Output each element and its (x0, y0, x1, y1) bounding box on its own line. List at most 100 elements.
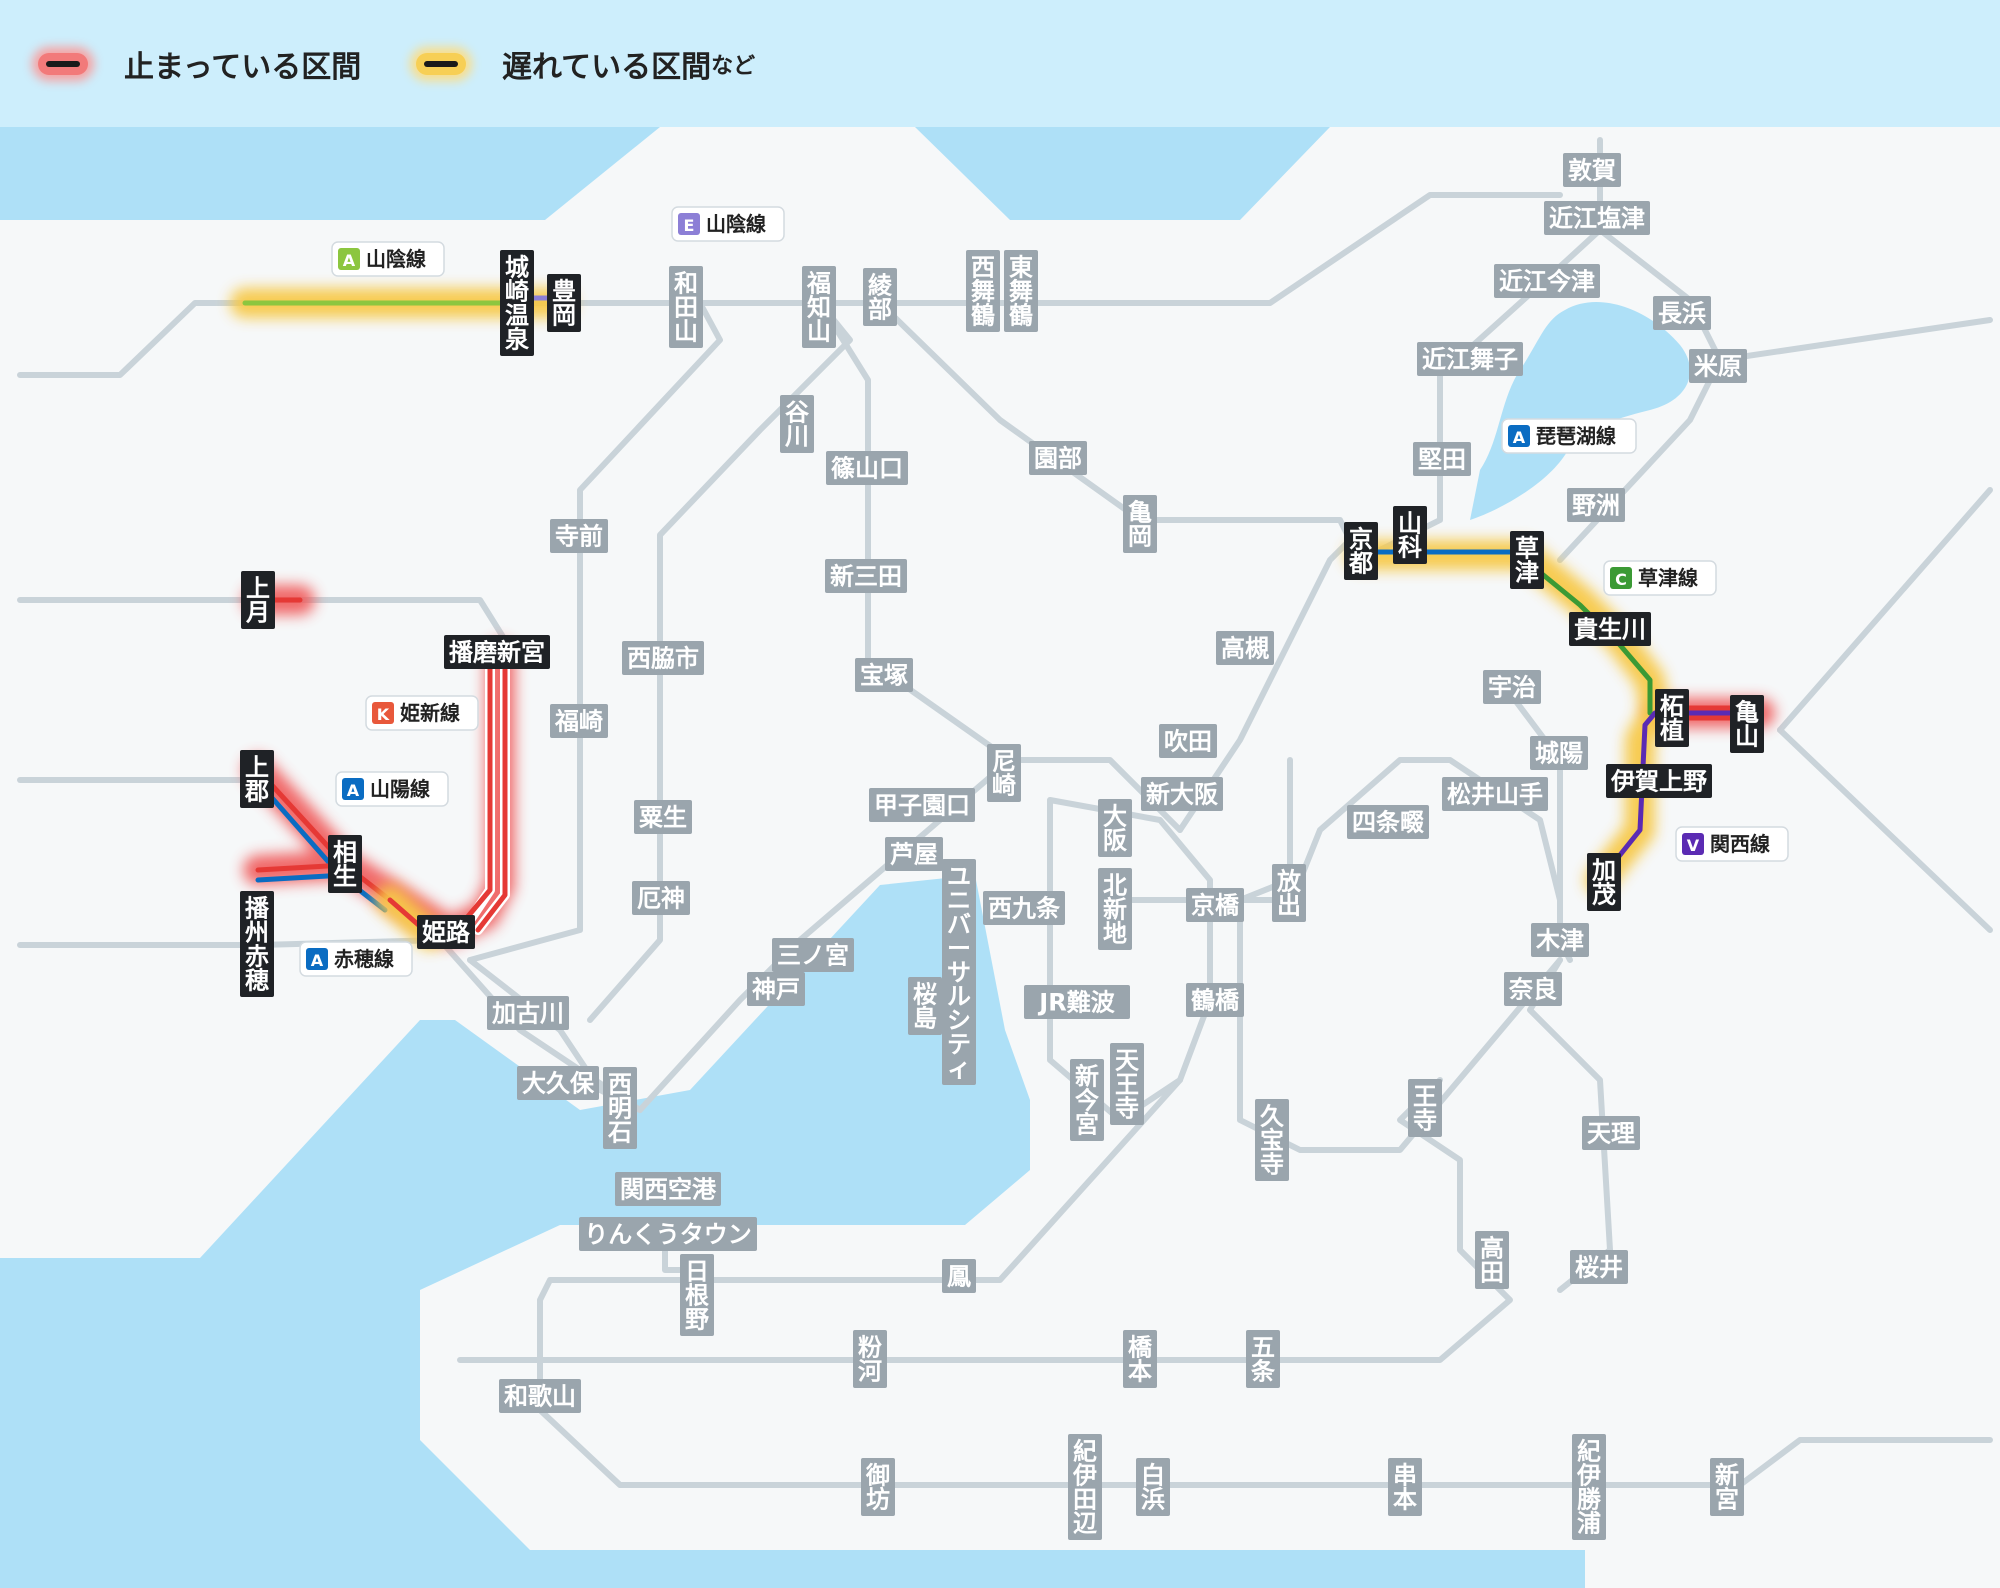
station-34[interactable]: 紀伊勝浦 (1572, 1434, 1606, 1540)
station-6[interactable]: 米原 (1689, 349, 1747, 383)
station-26[interactable]: 五条 (1246, 1330, 1280, 1388)
station-69[interactable]: 園部 (1029, 441, 1087, 475)
station-66[interactable]: 綾部 (863, 268, 897, 326)
station-name: 桜島 (913, 980, 937, 1032)
station-59[interactable]: 三ノ宮 (772, 938, 854, 972)
station-53[interactable]: 西九条 (983, 891, 1065, 925)
station-60[interactable]: 神戸 (747, 972, 805, 1006)
station-42[interactable]: JR難波 (1024, 985, 1130, 1019)
station-39[interactable]: 鳳 (942, 1259, 976, 1293)
station-3[interactable]: 近江今津 (1494, 264, 1600, 298)
station-28[interactable]: 粉河 (853, 1330, 887, 1388)
station-77[interactable]: 加古川 (487, 996, 569, 1030)
station-76[interactable]: 厄神 (632, 881, 690, 915)
station-62[interactable]: 新三田 (825, 559, 907, 593)
station-49[interactable]: 大阪 (1098, 799, 1132, 857)
station-63[interactable]: 篠山口 (826, 451, 908, 485)
station-79[interactable]: 西明石 (603, 1067, 637, 1149)
station-67[interactable]: 西舞鶴 (966, 250, 1000, 332)
station-16[interactable]: 加茂 (1587, 853, 1621, 911)
legend-delayed-suffix: など (711, 54, 756, 79)
station-22[interactable]: 天理 (1582, 1116, 1640, 1150)
station-73[interactable]: 福崎 (550, 704, 608, 738)
line-badge-letter: K (377, 705, 390, 724)
station-10[interactable]: 山科 (1393, 506, 1427, 564)
station-68[interactable]: 東舞鶴 (1004, 250, 1038, 332)
station-19[interactable]: 松井山手 (1442, 777, 1548, 811)
station-80[interactable]: 姫路 (417, 915, 475, 949)
station-12[interactable]: 貴生川 (1569, 612, 1651, 646)
station-4[interactable]: 長浜 (1653, 296, 1711, 330)
station-83[interactable]: 播州赤穂 (240, 891, 274, 997)
station-13[interactable]: 柘植 (1655, 689, 1689, 747)
station-24[interactable]: 高田 (1475, 1231, 1509, 1289)
station-8[interactable]: 野洲 (1567, 488, 1625, 522)
station-46[interactable]: 放出 (1272, 864, 1306, 922)
station-29[interactable]: 和歌山 (499, 1379, 581, 1413)
station-32[interactable]: 白浜 (1136, 1458, 1170, 1516)
station-61[interactable]: 宝塚 (855, 658, 913, 692)
station-57[interactable]: 甲子園口 (869, 788, 975, 822)
station-55[interactable]: 桜島 (908, 977, 942, 1035)
station-84[interactable]: 播磨新宮 (444, 635, 550, 669)
station-2[interactable]: 近江塩津 (1544, 201, 1650, 235)
station-31[interactable]: 紀伊田辺 (1068, 1434, 1102, 1540)
station-41[interactable]: 新今宮 (1070, 1059, 1104, 1141)
track-osaka-loop (1047, 797, 1213, 1123)
station-21[interactable]: 奈良 (1504, 972, 1562, 1006)
station-11[interactable]: 草津 (1510, 531, 1544, 589)
station-7[interactable]: 堅田 (1413, 442, 1471, 476)
station-1[interactable]: 敦賀 (1563, 153, 1621, 187)
station-14[interactable]: 亀山 (1730, 695, 1764, 753)
station-37[interactable]: りんくうタウン (579, 1217, 757, 1251)
station-82[interactable]: 上郡 (240, 750, 274, 808)
station-86[interactable]: 城崎温泉 (500, 250, 534, 356)
station-5[interactable]: 近江舞子 (1417, 342, 1523, 376)
station-65[interactable]: 福知山 (802, 266, 836, 348)
station-71[interactable]: 和田山 (669, 266, 703, 348)
station-9[interactable]: 京都 (1344, 522, 1378, 580)
station-label-bg (550, 704, 608, 738)
station-23[interactable]: 桜井 (1570, 1250, 1628, 1284)
station-47[interactable]: 四条畷 (1347, 805, 1429, 839)
station-81[interactable]: 相生 (328, 835, 362, 893)
station-70[interactable]: 亀岡 (1123, 495, 1157, 553)
station-75[interactable]: 粟生 (634, 800, 692, 834)
station-72[interactable]: 寺前 (550, 519, 608, 553)
station-56[interactable]: 尼崎 (987, 744, 1021, 802)
station-18[interactable]: 城陽 (1530, 736, 1588, 770)
station-17[interactable]: 宇治 (1483, 670, 1541, 704)
station-27[interactable]: 橋本 (1123, 1330, 1157, 1388)
station-54[interactable]: ユニバーサルシティ (942, 859, 976, 1085)
station-40[interactable]: 天王寺 (1110, 1043, 1144, 1125)
station-25[interactable]: 王寺 (1408, 1079, 1442, 1137)
station-20[interactable]: 木津 (1531, 923, 1589, 957)
station-52[interactable]: 高槻 (1216, 631, 1274, 665)
station-45[interactable]: 京橋 (1186, 888, 1244, 922)
station-36[interactable]: 日根野 (680, 1254, 714, 1336)
station-30[interactable]: 御坊 (861, 1458, 895, 1516)
station-38[interactable]: 関西空港 (615, 1172, 721, 1206)
station-64[interactable]: 谷川 (780, 395, 814, 453)
station-44[interactable]: 鶴橋 (1186, 983, 1244, 1017)
station-15[interactable]: 伊賀上野 (1606, 764, 1712, 798)
station-85[interactable]: 上月 (241, 571, 275, 629)
station-58[interactable]: 芦屋 (885, 837, 943, 871)
station-78[interactable]: 大久保 (517, 1066, 599, 1100)
station-87[interactable]: 豊岡 (547, 274, 581, 332)
station-51[interactable]: 吹田 (1159, 724, 1217, 758)
station-48[interactable]: 北新地 (1098, 868, 1132, 950)
station-33[interactable]: 串本 (1388, 1458, 1422, 1516)
station-50[interactable]: 新大阪 (1141, 777, 1223, 811)
station-74[interactable]: 西脇市 (622, 641, 704, 675)
station-35[interactable]: 新宮 (1710, 1458, 1744, 1516)
station-43[interactable]: 久宝寺 (1255, 1099, 1289, 1181)
